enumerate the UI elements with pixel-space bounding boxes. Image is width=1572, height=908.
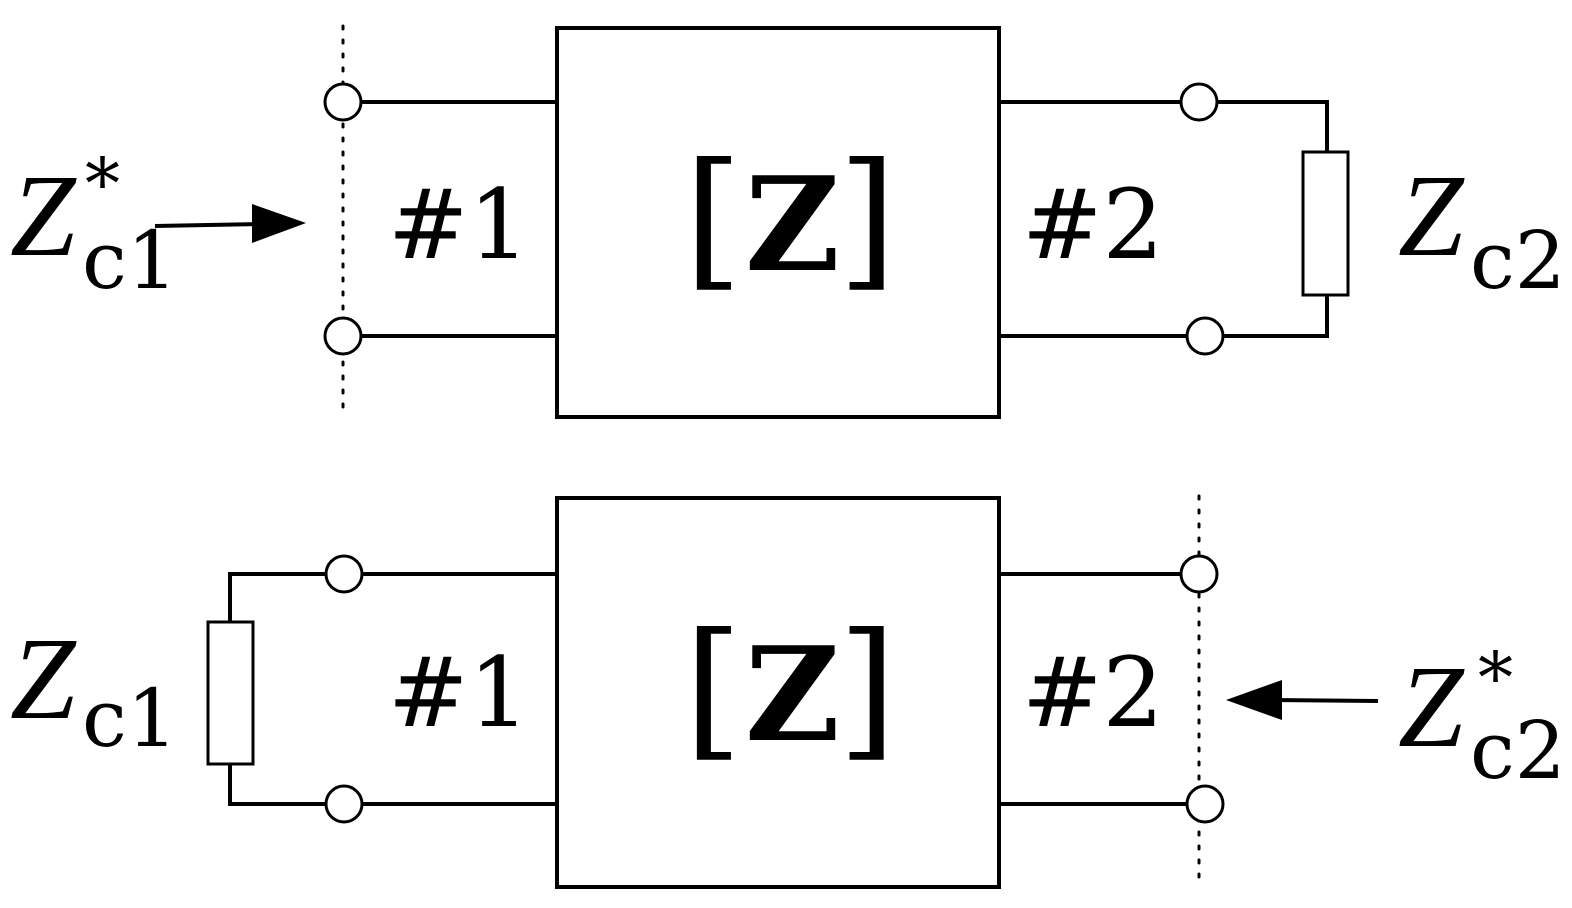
bottom-port1-label: #1 bbox=[388, 637, 530, 749]
top-left-impedance-symbol: Z bbox=[10, 150, 77, 281]
bottom-source-lower-lead bbox=[228, 762, 328, 806]
top-port1-label: #1 bbox=[388, 169, 530, 281]
bottom-right-impedance-subscript: c2 bbox=[1470, 704, 1566, 797]
top-network-box bbox=[555, 26, 1001, 419]
top-left-impedance-label: Z * c1 bbox=[10, 143, 178, 307]
top-network-bracket-close: ] bbox=[838, 132, 897, 306]
bottom-network-symbol: Z bbox=[745, 618, 840, 771]
bottom-output-arrow-shaft bbox=[1271, 698, 1379, 703]
bottom-port2-lower-terminal bbox=[1185, 784, 1225, 824]
top-right-impedance-subscript: c2 bbox=[1470, 214, 1566, 307]
bottom-left-impedance-subscript: c1 bbox=[82, 672, 178, 765]
top-right-impedance-symbol: Z bbox=[1398, 150, 1465, 281]
top-load-upper-lead bbox=[1215, 100, 1329, 154]
bottom-network-box bbox=[555, 496, 1001, 889]
top-port2-label: #2 bbox=[1022, 169, 1164, 281]
bottom-source-resistor bbox=[206, 620, 255, 766]
bottom-network-bracket-close: ] bbox=[838, 602, 897, 776]
top-load-resistor bbox=[1301, 150, 1350, 297]
top-input-arrow-head bbox=[252, 204, 306, 243]
bottom-left-impedance-symbol: Z bbox=[10, 613, 77, 744]
top-port1-lower-terminal bbox=[323, 316, 363, 356]
bottom-port2-upper-terminal bbox=[1179, 554, 1219, 594]
bottom-right-impedance-symbol: Z bbox=[1398, 641, 1465, 772]
top-port2-upper-terminal bbox=[1179, 82, 1219, 122]
top-load-lower-lead bbox=[1222, 293, 1329, 338]
top-left-impedance-superscript: * bbox=[85, 143, 120, 225]
top-port2-lower-terminal bbox=[1185, 316, 1225, 356]
bottom-left-impedance-label: Z c1 bbox=[10, 613, 178, 765]
top-right-impedance-label: Z c2 bbox=[1398, 150, 1566, 307]
bottom-port1-lower-terminal bbox=[324, 784, 364, 824]
bottom-source-upper-lead bbox=[228, 572, 328, 624]
top-network-symbol: Z bbox=[745, 148, 840, 301]
bottom-port2-label: #2 bbox=[1022, 637, 1164, 749]
bottom-output-arrow-head bbox=[1226, 680, 1282, 720]
top-network-bracket-open: [ bbox=[684, 132, 743, 306]
bottom-network-bracket-open: [ bbox=[684, 602, 743, 776]
bottom-port1-upper-terminal bbox=[324, 554, 364, 594]
top-left-impedance-subscript: c1 bbox=[82, 214, 178, 307]
top-input-arrow-shaft bbox=[154, 222, 263, 228]
bottom-circuit: [ Z ] #1 #2 Z c1 Z * c2 bbox=[10, 494, 1566, 889]
top-port1-upper-terminal bbox=[323, 82, 363, 122]
top-circuit: [ Z ] #1 #2 Z * c1 Z c2 bbox=[10, 24, 1566, 419]
bottom-right-impedance-label: Z * c2 bbox=[1398, 637, 1566, 797]
bottom-right-impedance-superscript: * bbox=[1478, 637, 1513, 719]
